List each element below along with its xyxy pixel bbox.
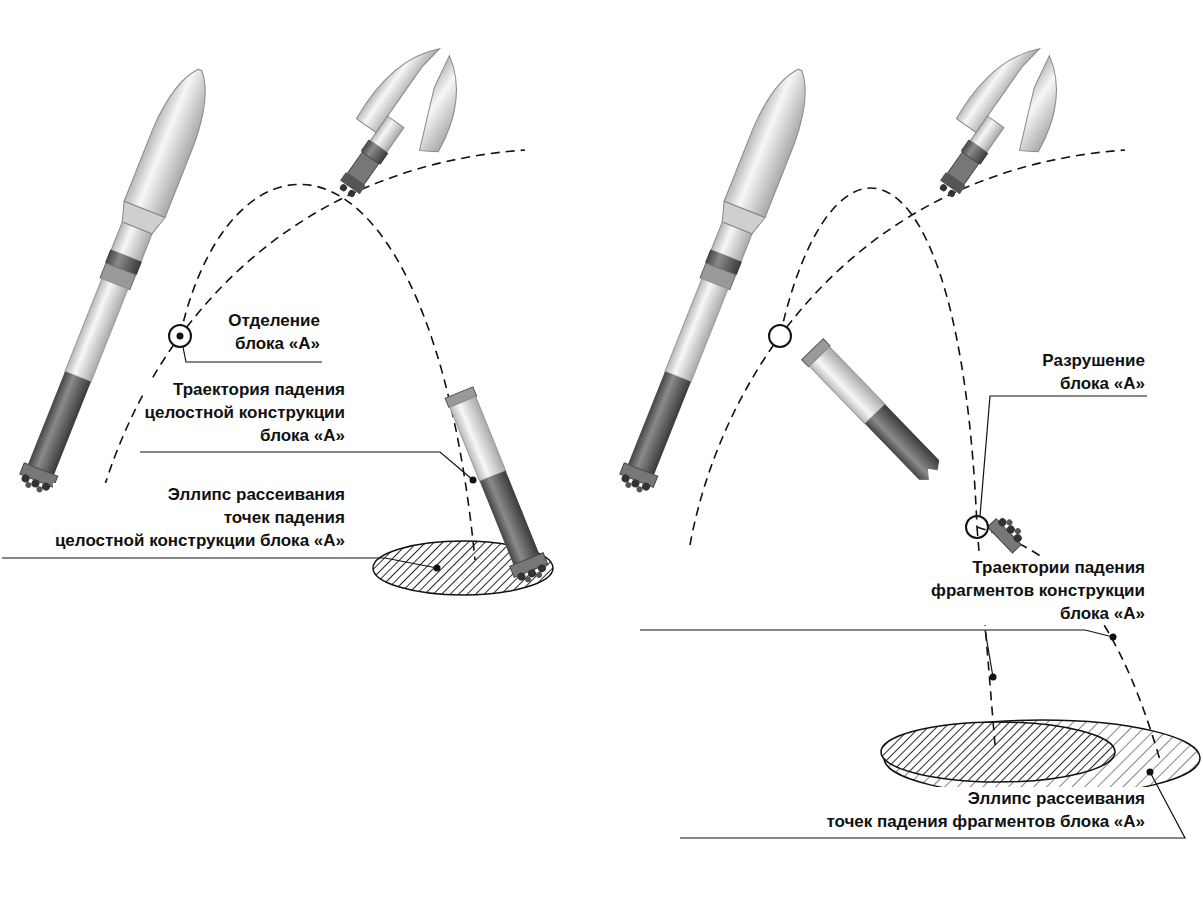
right-panel [612, 32, 1200, 838]
leader-line [640, 629, 1085, 630]
event-marker [169, 325, 191, 347]
stage-a [802, 339, 945, 486]
event-marker [966, 516, 988, 538]
callout-label: Траектории падения фрагментов конструкци… [929, 556, 1147, 625]
stage-a-fragment [987, 512, 1028, 553]
callout-label: Траектория падения целостной конструкции… [143, 378, 347, 447]
launch-vehicle [612, 62, 820, 498]
upper-stage [317, 32, 487, 223]
callout-label: Эллипс рассеивания точек падения фрагмен… [824, 787, 1147, 833]
callout-label: Разрушение блока «А» [1040, 349, 1147, 395]
callout-label: Отделение блока «А» [226, 309, 322, 355]
leader-line [1085, 630, 1113, 637]
left-panel [2, 32, 553, 595]
leader-line [680, 772, 1185, 838]
stage-a [442, 386, 551, 587]
leader-line [980, 396, 1147, 516]
dispersion-ellipse [881, 722, 1115, 782]
leader-line [2, 558, 437, 568]
leader-line [140, 452, 473, 480]
event-marker [769, 325, 791, 347]
leader-line [985, 630, 993, 677]
upper-stage [917, 32, 1087, 223]
callout-label: Эллипс рассеивания точек падения целостн… [53, 483, 347, 552]
fall-trajectory [780, 188, 977, 527]
